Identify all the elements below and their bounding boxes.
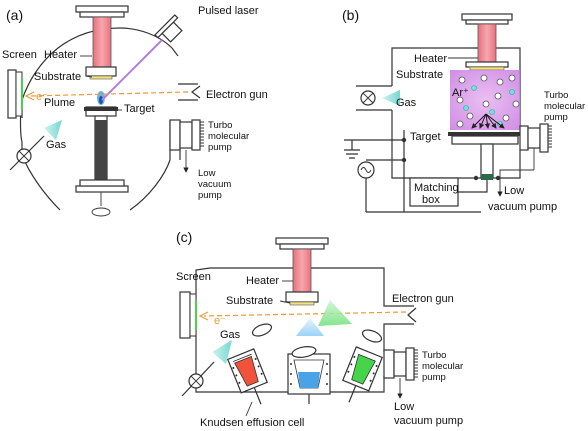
label-turbo-c-3: pump xyxy=(422,372,446,383)
label-substrate-b: Substrate xyxy=(396,69,443,81)
label-target-b: Target xyxy=(410,131,441,143)
effusion-cell-blue xyxy=(287,318,331,404)
label-low-b-1: Low xyxy=(504,185,524,197)
label-substrate-a: Substrate xyxy=(34,71,81,83)
green-flux xyxy=(318,300,352,326)
chamber-a-body xyxy=(21,27,181,211)
target-b xyxy=(448,132,522,136)
label-low-a-3: pump xyxy=(198,190,222,201)
effusion-cell-green xyxy=(341,346,383,403)
label-turbo-a-3: pump xyxy=(208,142,232,153)
turbo-pump-c xyxy=(393,351,407,377)
label-matching-1: Matching xyxy=(414,182,459,194)
panel-c-label: (c) xyxy=(176,229,192,245)
rotation-icon xyxy=(91,207,111,217)
label-screen-a: Screen xyxy=(2,49,37,61)
label-knudsen: Knudsen effusion cell xyxy=(200,417,304,429)
gas-flow-b xyxy=(382,90,400,106)
substrate-b xyxy=(469,66,505,71)
label-turbo-b-3: pump xyxy=(544,112,568,123)
ar-ions xyxy=(456,74,520,128)
label-target-a: Target xyxy=(124,103,155,115)
matching-box xyxy=(409,177,459,207)
label-low-b-2: vacuum pump xyxy=(488,201,557,213)
label-plume: Plume xyxy=(44,97,75,109)
shutter-green xyxy=(361,329,383,343)
turbo-pump-b xyxy=(527,127,541,149)
gas-flow-a xyxy=(44,120,62,140)
laser-beam xyxy=(101,39,163,101)
label-low-c-1: Low xyxy=(394,401,414,413)
label-electron-gun-c: Electron gun xyxy=(392,293,454,305)
gas-flow-c xyxy=(212,340,232,364)
label-low-a-2: vacuum xyxy=(198,179,231,190)
heater-a xyxy=(92,16,112,68)
electron-beam-a xyxy=(29,91,189,97)
shutter-red xyxy=(251,323,273,337)
label-electron-c: e⁻ xyxy=(214,315,226,327)
shutter-blue xyxy=(291,346,317,358)
exhaust-arrow-b xyxy=(497,169,534,197)
panel-b-label: (b) xyxy=(342,7,359,23)
turbo-pump-a xyxy=(179,121,193,149)
effusion-cell-red xyxy=(227,348,269,405)
label-turbo-a-2: molecular xyxy=(208,131,249,142)
label-heater-c: Heater xyxy=(246,275,279,287)
panel-a: (a) xyxy=(2,5,268,217)
screen-a xyxy=(7,69,17,119)
electron-gun-c xyxy=(407,307,417,323)
label-pulsed-laser: Pulsed laser xyxy=(198,5,259,17)
electron-beam-c xyxy=(203,311,407,317)
label-low-a-1: Low xyxy=(198,168,216,179)
substrate-c xyxy=(289,301,315,306)
label-screen-c: Screen xyxy=(176,271,211,283)
heater-b xyxy=(477,23,497,67)
top-flange-c xyxy=(275,237,329,245)
heater-c xyxy=(292,248,312,294)
screen-c xyxy=(179,291,191,339)
substrate-a xyxy=(89,75,113,80)
label-ar: Ar⁺ xyxy=(452,87,469,99)
label-turbo-a-1: Turbo xyxy=(208,120,232,131)
panel-c: (c) xyxy=(176,229,463,429)
panel-b: (b) xyxy=(342,7,585,213)
label-matching-2: box xyxy=(422,194,440,206)
label-gas-b: Gas xyxy=(396,97,417,109)
ground-symbol xyxy=(344,149,360,159)
label-gas-c: Gas xyxy=(220,329,241,341)
top-flange-b xyxy=(461,13,513,21)
label-electron-gun-a: Electron gun xyxy=(206,89,268,101)
label-low-c-2: vacuum pump xyxy=(394,415,463,427)
label-heater-a: Heater xyxy=(44,49,77,61)
electron-gun-a xyxy=(178,83,198,101)
label-electron-a: e⁻ xyxy=(36,91,48,103)
laser-port xyxy=(154,14,183,43)
label-substrate-c: Substrate xyxy=(226,295,273,307)
panel-a-label: (a) xyxy=(6,7,23,23)
top-flange-a xyxy=(75,5,129,13)
label-gas-a: Gas xyxy=(46,139,67,151)
label-turbo-b-1: Turbo xyxy=(544,90,568,101)
label-turbo-b-2: molecular xyxy=(544,101,585,112)
label-turbo-c-2: molecular xyxy=(422,361,463,372)
label-heater-b: Heater xyxy=(414,53,447,65)
label-turbo-c-1: Turbo xyxy=(422,350,446,361)
